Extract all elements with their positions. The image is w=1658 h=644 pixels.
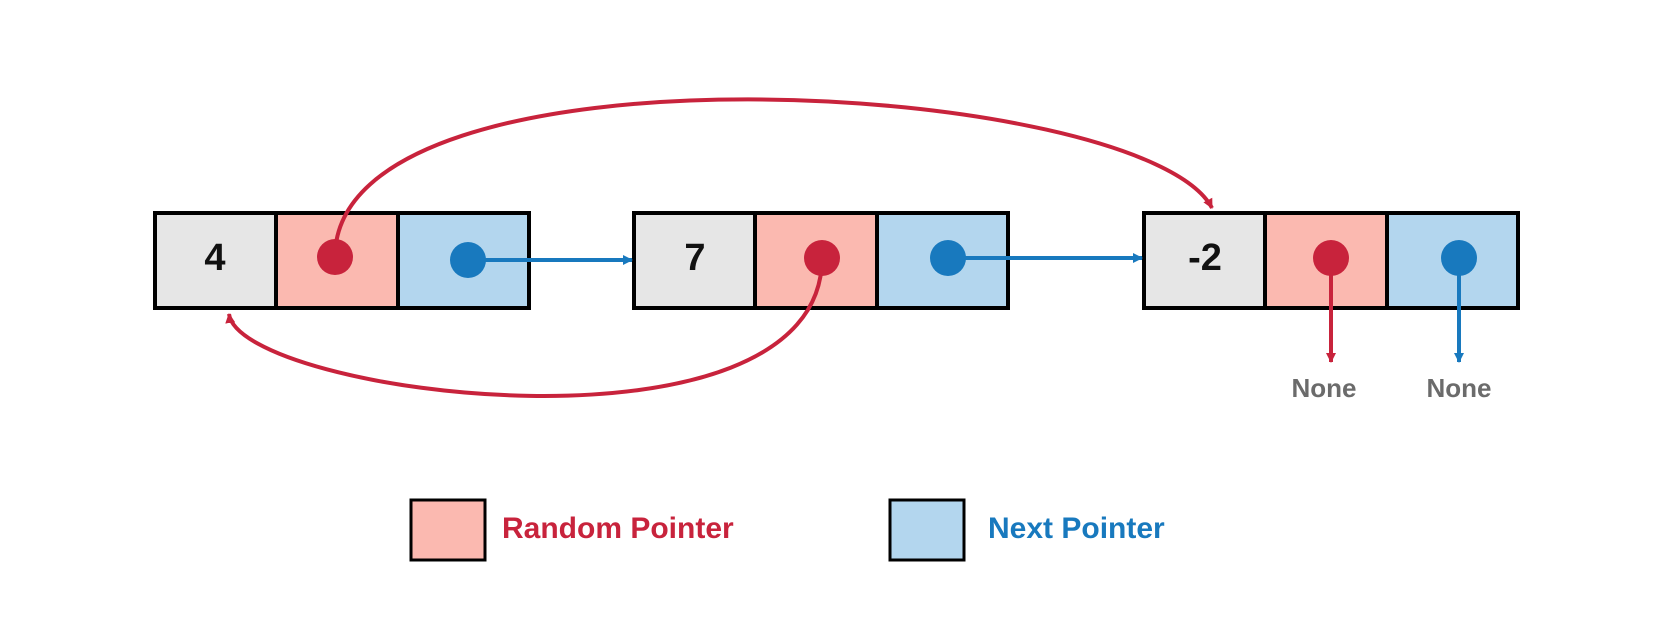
node-2-border: [632, 211, 1010, 310]
node-3-value: -2: [1188, 237, 1222, 279]
node-2-value-cell: [634, 213, 755, 308]
legend: Random Pointer Next Pointer: [409, 498, 1165, 562]
node-1-next-dot: [450, 242, 486, 278]
next-null-label: None: [1427, 373, 1492, 403]
node-3-random-dot: [1313, 240, 1349, 276]
node-1-value: 4: [204, 237, 225, 279]
legend-next-label: Next Pointer: [988, 512, 1165, 545]
legend-random-swatch: [409, 498, 487, 562]
node-3-value-cell: [1144, 213, 1265, 308]
node-1-random-dot: [317, 239, 353, 275]
legend-random-label: Random Pointer: [502, 512, 734, 545]
node-3-next-dot: [1441, 240, 1477, 276]
node-2-random-dot: [804, 240, 840, 276]
node-2-next-dot: [930, 240, 966, 276]
legend-next-swatch: [888, 498, 966, 562]
node-1-value-cell: [155, 213, 276, 308]
random-null-label: None: [1292, 373, 1357, 403]
pointer-dots: [317, 239, 1477, 278]
random-arrow-node-2-to-node-1: [225, 257, 824, 398]
random-arrow-node-1-to-node-3: [333, 97, 1214, 258]
node-2-value: 7: [684, 237, 705, 279]
